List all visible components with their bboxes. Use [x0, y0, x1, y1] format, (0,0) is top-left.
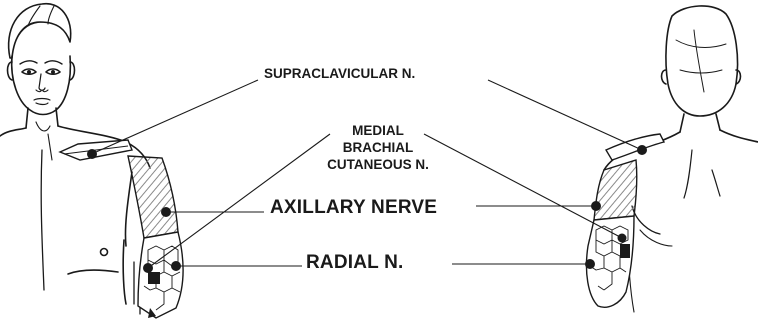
leader-supraclavicular-front	[96, 80, 258, 152]
front-shoulder-outline	[0, 128, 26, 136]
label-medial-line3: CUTANEOUS N.	[320, 156, 436, 173]
front-radial-dot	[171, 261, 181, 271]
label-supraclavicular: SUPRACLAVICULAR N.	[264, 67, 415, 81]
leader-medial-back	[424, 134, 622, 238]
back-axillary-area	[594, 160, 637, 220]
front-supraclavicular-dot	[87, 149, 97, 159]
front-axillary-area	[128, 156, 178, 238]
front-figure	[0, 4, 150, 314]
front-radial-area	[138, 232, 183, 318]
label-medial-line2: BRACHIAL	[320, 139, 436, 156]
front-axillary-dot	[161, 207, 171, 217]
label-medial-line1: MEDIAL	[320, 122, 436, 139]
label-axillary-nerve: AXILLARY NERVE	[270, 198, 437, 217]
label-medial-brachial-cutaneous: MEDIAL BRACHIAL CUTANEOUS N.	[320, 122, 436, 173]
front-head	[12, 56, 71, 115]
leader-supraclavicular-back	[488, 80, 642, 150]
back-head	[666, 6, 738, 116]
label-radial: RADIAL N.	[306, 253, 404, 272]
back-radial-area	[585, 216, 634, 307]
front-hair	[9, 4, 71, 58]
